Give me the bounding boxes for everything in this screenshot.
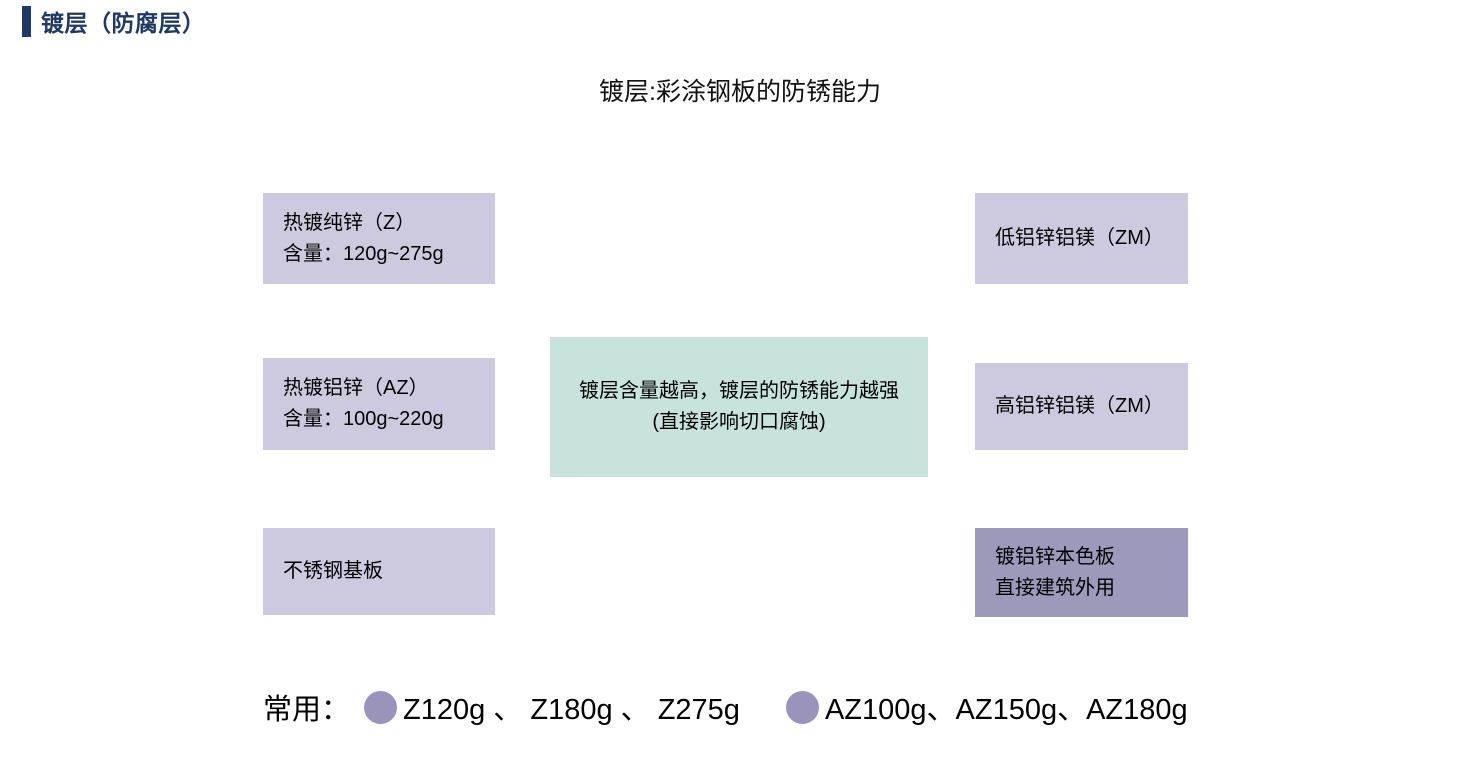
page-header: 镀层（防腐层） bbox=[22, 4, 206, 38]
header-accent-bar-icon bbox=[22, 5, 31, 37]
box-line: 热镀纯锌（Z） bbox=[283, 211, 416, 234]
box-line: 镀铝锌本色板 bbox=[995, 545, 1115, 568]
box-line: 热镀铝锌（AZ） bbox=[283, 377, 429, 399]
box-line: 低铝锌铝镁（ZM） bbox=[995, 227, 1164, 249]
box-line: 镀层含量越高，镀层的防锈能力越强 bbox=[579, 380, 899, 402]
diagram-box-low-al-zinc-mg: 低铝锌铝镁（ZM） bbox=[975, 193, 1188, 284]
box-line: 直接建筑外用 bbox=[995, 576, 1115, 599]
diagram-title: 镀层:彩涂钢板的防锈能力 bbox=[599, 78, 881, 106]
diagram-box-aluzinc-bare-panel: 镀铝锌本色板 直接建筑外用 bbox=[975, 528, 1188, 617]
diagram-box-stainless-steel-base: 不锈钢基板 bbox=[263, 528, 495, 615]
legend-text-zinc: Z120g 、 Z180g 、 Z275g bbox=[403, 694, 740, 726]
bullet-circle-icon bbox=[785, 690, 819, 724]
legend: 常用： Z120g 、 Z180g 、 Z275g AZ100g、AZ150g、… bbox=[263, 686, 1188, 728]
diagram-box-center-note: 镀层含量越高，镀层的防锈能力越强 (直接影响切口腐蚀) bbox=[550, 337, 928, 477]
box-line: 高铝锌铝镁（ZM） bbox=[995, 395, 1164, 417]
page-title: 镀层（防腐层） bbox=[41, 10, 206, 36]
bullet-circle-icon bbox=[364, 690, 398, 724]
box-line: 不锈钢基板 bbox=[283, 560, 383, 582]
diagram-box-hot-dip-aluzinc: 热镀铝锌（AZ） 含量：100g~220g bbox=[263, 358, 495, 450]
box-line: 含量：120g~275g bbox=[283, 242, 444, 265]
diagram-box-hot-dip-pure-zinc: 热镀纯锌（Z） 含量：120g~275g bbox=[263, 193, 495, 284]
diagram-box-high-al-zinc-mg: 高铝锌铝镁（ZM） bbox=[975, 363, 1188, 450]
legend-label: 常用： bbox=[263, 694, 351, 726]
box-line: (直接影响切口腐蚀) bbox=[652, 411, 826, 433]
legend-text-aluzinc: AZ100g、AZ150g、AZ180g bbox=[824, 694, 1188, 726]
box-line: 含量：100g~220g bbox=[283, 408, 444, 430]
